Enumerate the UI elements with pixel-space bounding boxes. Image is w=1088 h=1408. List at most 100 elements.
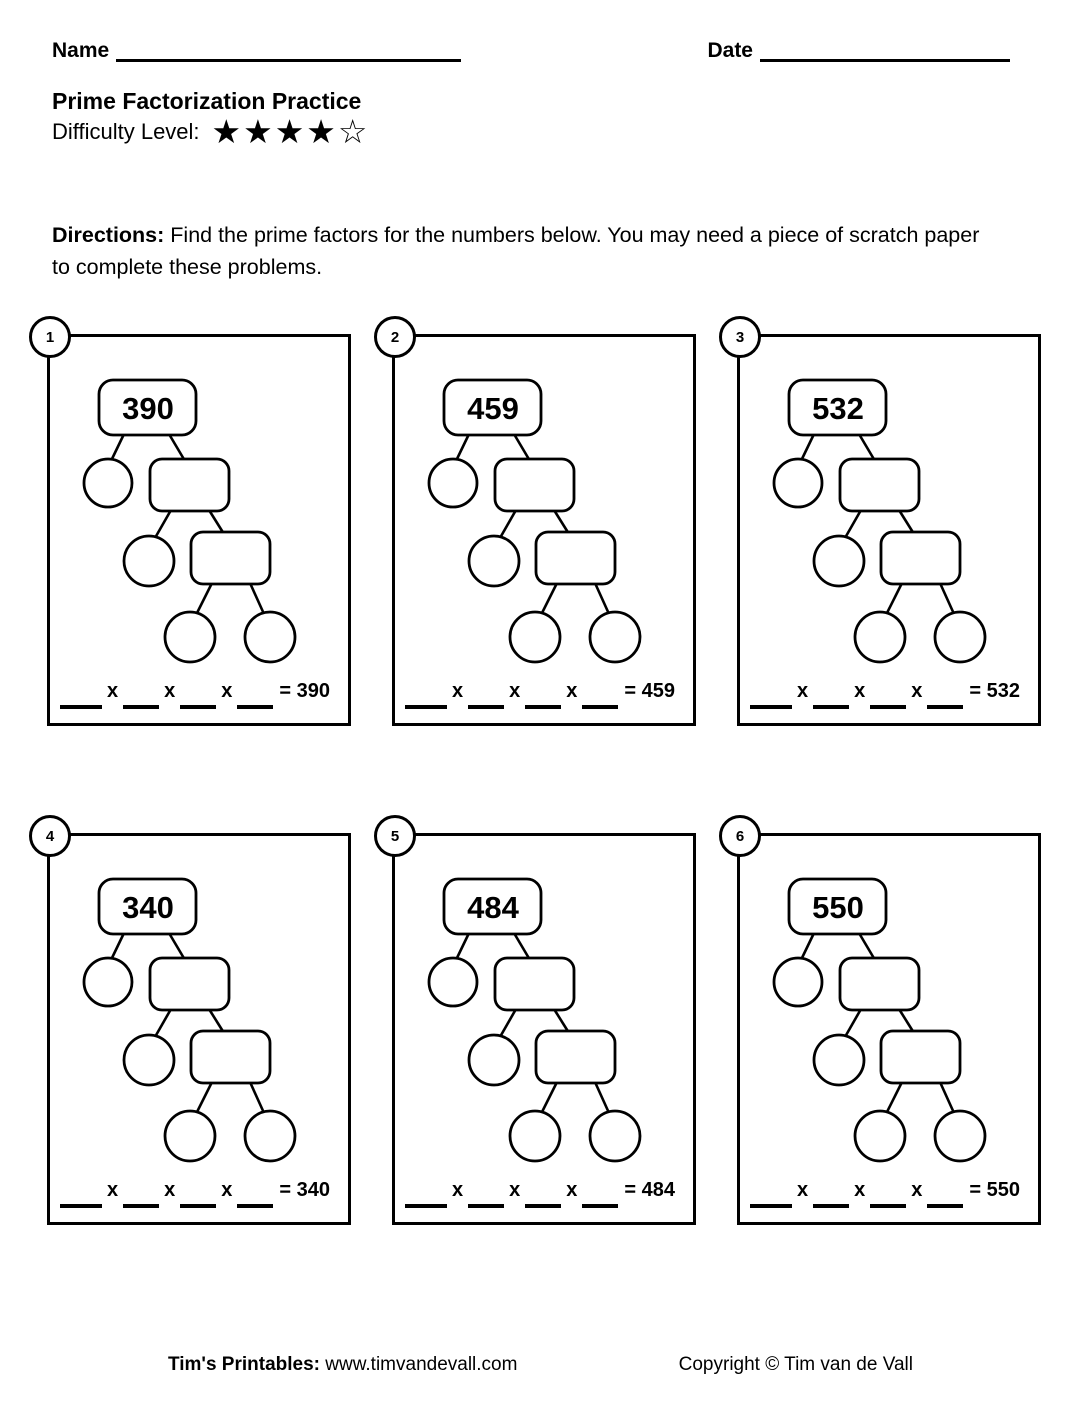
- equation-result: = 459: [624, 680, 675, 702]
- composite-box: [879, 530, 962, 586]
- problem-number: 5: [390, 827, 400, 845]
- root-box: [787, 378, 888, 437]
- equation-blank: [927, 703, 964, 709]
- composite-box: [879, 1029, 962, 1085]
- equation-row: x x x = 459: [405, 680, 687, 709]
- equation-row: x x x = 340: [60, 1179, 342, 1208]
- factor-circle: [82, 457, 134, 509]
- problem-number-badge: 4: [29, 815, 71, 857]
- equation-blank: [123, 1202, 160, 1208]
- factor-circle: [933, 1109, 987, 1163]
- factor-circle: [853, 610, 907, 664]
- equation-blank: [525, 1202, 562, 1208]
- factor-circle: [122, 534, 176, 588]
- factor-circle: [508, 1109, 562, 1163]
- times-sign: x: [566, 1179, 578, 1201]
- factor-circle: [933, 610, 987, 664]
- footer-brand: Tim's Printables: www.timvandevall.com: [168, 1354, 517, 1376]
- factor-tree: 532: [772, 378, 987, 664]
- times-sign: x: [509, 1179, 521, 1201]
- composite-box: [838, 457, 921, 513]
- factor-circle: [772, 956, 824, 1008]
- equation-blank: [927, 1202, 964, 1208]
- problem-card-4: 4 340 x x x: [29, 815, 351, 1225]
- tree-branches: [454, 433, 611, 615]
- factor-circle: [588, 1109, 642, 1163]
- equation-row: x x x = 550: [750, 1179, 1032, 1208]
- equation-blank: [870, 703, 907, 709]
- equation-result: = 484: [624, 1179, 675, 1201]
- equation-blank: [468, 703, 505, 709]
- root-number: 532: [812, 391, 864, 426]
- composite-box: [838, 956, 921, 1012]
- name-field: Name: [52, 39, 462, 62]
- times-sign: x: [107, 680, 119, 702]
- problem-card-3: 3 532 x x x: [719, 316, 1041, 726]
- composite-box: [189, 530, 272, 586]
- composite-box: [148, 457, 231, 513]
- times-sign: x: [566, 680, 578, 702]
- equation-blank: [237, 703, 274, 709]
- root-box: [442, 378, 543, 437]
- footer-copyright: Copyright © Tim van de Vall: [678, 1354, 913, 1375]
- equation-blank: [582, 1202, 619, 1208]
- root-box: [97, 877, 198, 936]
- factor-circle: [812, 1033, 866, 1087]
- equation-blank: [180, 1202, 217, 1208]
- times-sign: x: [452, 1179, 464, 1201]
- times-sign: x: [164, 680, 176, 702]
- root-box: [442, 877, 543, 936]
- root-number: 459: [467, 391, 519, 426]
- equation-blank: [582, 703, 619, 709]
- equation-blank: [813, 1202, 850, 1208]
- difficulty-stars: ★★★★☆: [211, 113, 370, 150]
- equation-blank: [750, 703, 792, 709]
- problem-number-badge: 3: [719, 316, 761, 358]
- factor-circle: [243, 610, 297, 664]
- equation-result: = 550: [969, 1179, 1020, 1201]
- problem-card-6: 6 550 x x x: [719, 815, 1041, 1225]
- factor-tree: 390: [82, 378, 297, 664]
- equation-blank: [405, 703, 447, 709]
- times-sign: x: [797, 1179, 809, 1201]
- factor-circle: [772, 457, 824, 509]
- name-label: Name: [52, 39, 110, 62]
- directions-label: Directions:: [52, 222, 165, 247]
- equation-blank: [60, 703, 102, 709]
- factor-circle: [812, 534, 866, 588]
- composite-box: [534, 530, 617, 586]
- directions-text: Directions: Find the prime factors for t…: [52, 219, 987, 284]
- factor-circle: [467, 1033, 521, 1087]
- problem-card-5: 5 484 x x x: [374, 815, 696, 1225]
- date-blank-line: [760, 56, 1010, 62]
- factor-circle: [508, 610, 562, 664]
- times-sign: x: [854, 680, 866, 702]
- equation-blank: [750, 1202, 792, 1208]
- times-sign: x: [452, 680, 464, 702]
- date-field: Date: [707, 40, 1010, 62]
- factor-circle: [427, 457, 479, 509]
- root-number: 340: [122, 890, 174, 925]
- times-sign: x: [911, 1179, 923, 1201]
- times-sign: x: [797, 680, 809, 702]
- factor-circle: [243, 1109, 297, 1163]
- equation-blank: [60, 1202, 102, 1208]
- date-label: Date: [707, 39, 753, 62]
- equation-blank: [870, 1202, 907, 1208]
- equation-blank: [237, 1202, 274, 1208]
- factor-circle: [163, 1109, 217, 1163]
- equation-blank: [123, 703, 160, 709]
- tree-branches: [454, 932, 611, 1114]
- difficulty-label: Difficulty Level:: [52, 119, 200, 144]
- root-number: 550: [812, 890, 864, 925]
- times-sign: x: [509, 680, 521, 702]
- difficulty-row: Difficulty Level: ★★★★☆: [52, 113, 370, 150]
- factor-circle: [588, 610, 642, 664]
- tree-branches: [109, 433, 266, 615]
- equation-row: x x x = 390: [60, 680, 342, 709]
- tree-branches: [799, 932, 956, 1114]
- composite-box: [493, 956, 576, 1012]
- problem-number-badge: 2: [374, 316, 416, 358]
- problem-card-2: 2 459 x x x: [374, 316, 696, 726]
